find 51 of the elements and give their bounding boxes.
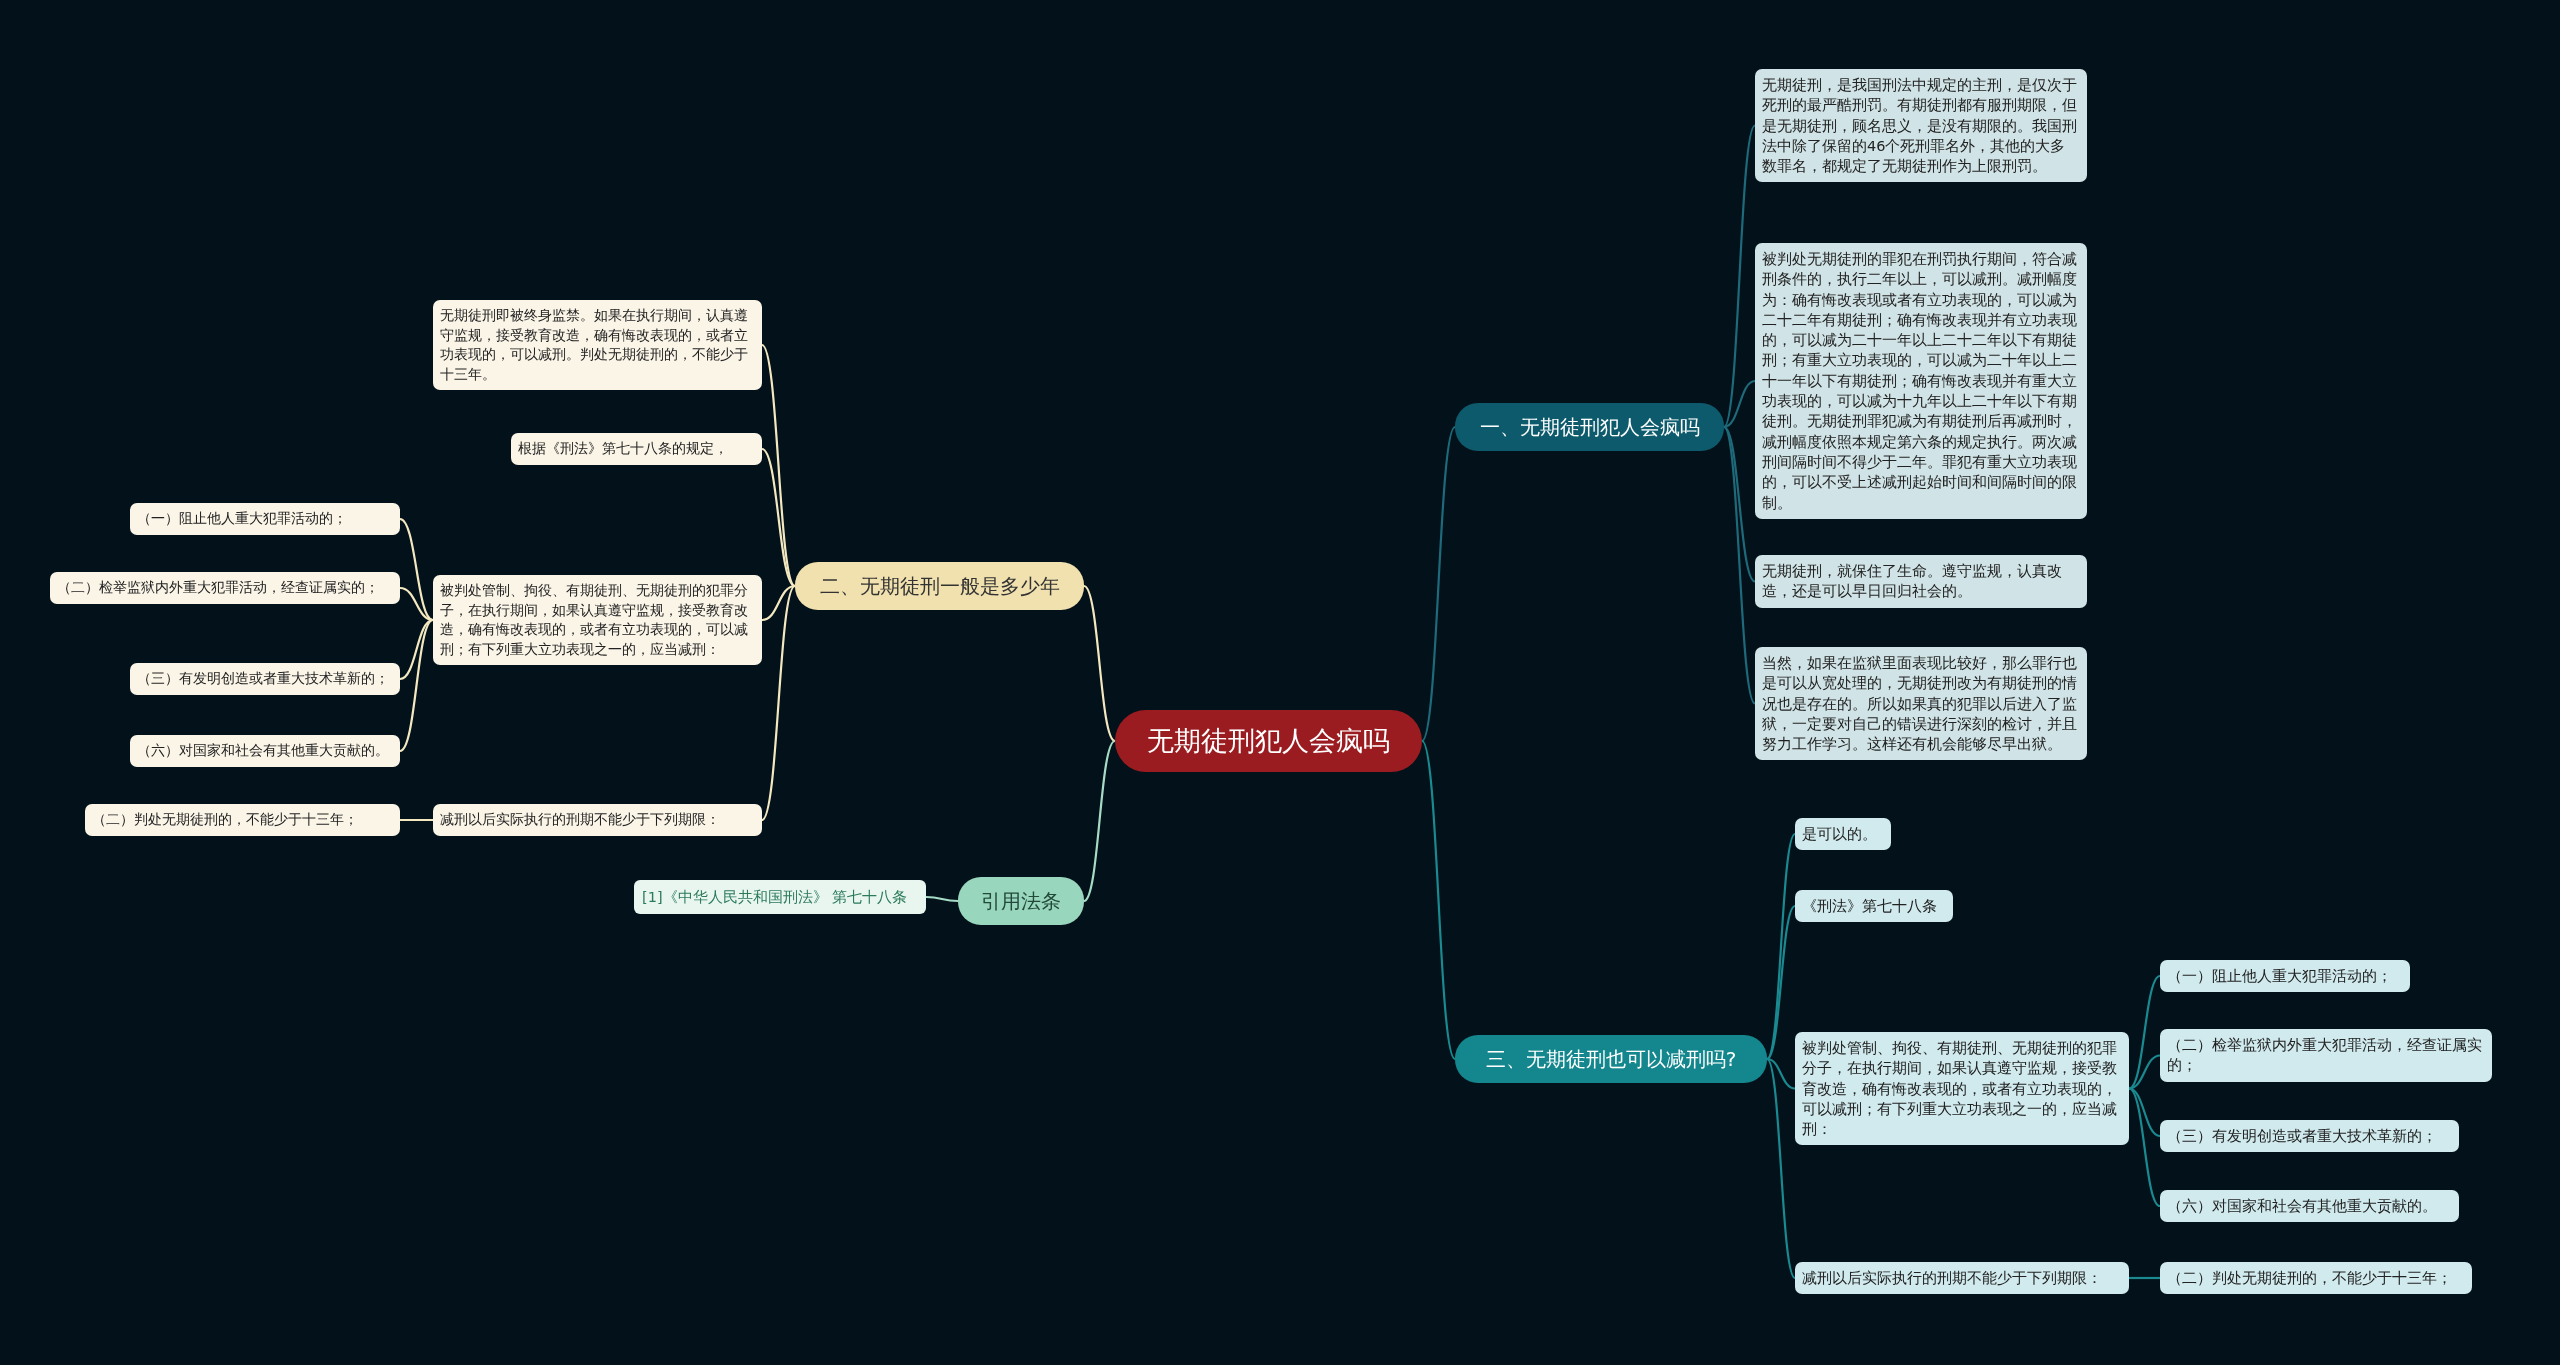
connector-line (1766, 905, 1796, 1060)
connector-line (1083, 585, 1116, 742)
note-box: （六）对国家和社会有其他重大贡献的。 (130, 735, 400, 767)
note-box: （三）有发明创造或者重大技术革新的； (130, 663, 400, 695)
connector-line (1723, 379, 1756, 429)
connector-line (1723, 426, 1756, 583)
note-box: 减刑以后实际执行的刑期不能少于下列期限： (433, 804, 762, 836)
connector-line (1083, 740, 1116, 902)
note-box: 被判处管制、拘役、有期徒刑、无期徒刑的犯罪分子，在执行期间，如果认真遵守监规，接受教育改造，确有悔改表现的，或者有立功表现的，可以减刑；有下列重大立功表现之一的，应当减刑： (433, 575, 762, 666)
connector-line (2129, 1276, 2160, 1280)
note-box: 根据《刑法》第七十八条的规定， (511, 433, 762, 465)
connector-line (400, 818, 433, 822)
note-box: 是可以的。 (1795, 818, 1891, 851)
connector-line (399, 618, 434, 681)
connector-line (1723, 124, 1756, 428)
connector-line (399, 518, 434, 621)
connector-line (2128, 975, 2161, 1090)
connector-line (2128, 1087, 2161, 1207)
note-box: （一）阻止他人重大犯罪活动的； (2160, 960, 2410, 993)
connector-line (1766, 1057, 1796, 1090)
connector-line (1421, 740, 1456, 1060)
citation-box: [1]《中华人民共和国刑法》 第七十八条 (634, 880, 926, 915)
note-box: 无期徒刑即被终身监禁。如果在执行期间，认真遵守监规，接受教育改造，确有悔改表现的，或者立功表现的，可以减刑。判处无期徒刑的，不能少于十三年。 (433, 300, 762, 391)
note-box: （二）判处无期徒刑的，不能少于十三年； (85, 804, 400, 836)
note-box: （三）有发明创造或者重大技术革新的； (2160, 1120, 2459, 1153)
connector-line (761, 584, 796, 622)
connector-line (761, 585, 796, 821)
branch-topic: 三、无期徒刑也可以减刑吗? (1455, 1035, 1767, 1083)
note-box: 被判处管制、拘役、有期徒刑、无期徒刑的犯罪分子，在执行期间，如果认真遵守监规，接受教育改造，确有悔改表现的，或者有立功表现的，可以减刑；有下列重大立功表现之一的，应当减刑： (1795, 1032, 2129, 1146)
note-box: 被判处无期徒刑的罪犯在刑罚执行期间，符合减刑条件的，执行二年以上，可以减刑。减刑幅度为：确有悔改表现或者有立功表现的，可以减为二十二年有期徒刑；确有悔改表现并有立功表现的，可以减为二十一年以上二十二年以下有期徒刑；有重大立功表现的，可以减为二十年以上二十一年以下有期徒刑；确有悔改表现并有重大立功表现的，可以减为十九年以上二十年以下有期徒刑。无期徒刑罪犯减为有期徒刑后再减刑时，减刑幅度依照本规定第六条的规定执行。两次减刑间隔时间不得少于二年。罪犯有重大立功表现的，可以不受上述减刑起始时间和间隔时间的限制。 (1755, 243, 2087, 519)
connector-line (761, 448, 796, 587)
connector-line (925, 895, 959, 903)
connector-line (1766, 1058, 1796, 1279)
note-box: （二）检举监狱内外重大犯罪活动，经查证属实的； (2160, 1029, 2492, 1082)
note-box: 无期徒刑，是我国刑法中规定的主刑，是仅次于死刑的最严酷刑罚。有期徒刑都有服刑期限，但是无期徒刑，顾名思义，是没有期限的。我国刑法中除了保留的46个死刑罪名外，其他的大多数罪名，都规定了无期徒刑作为上限刑罚。 (1755, 69, 2087, 183)
note-box: 无期徒刑，就保住了生命。遵守监规，认真改造，还是可以早日回归社会的。 (1755, 555, 2087, 608)
note-box: （二）判处无期徒刑的，不能少于十三年； (2160, 1262, 2472, 1295)
note-box: （六）对国家和社会有其他重大贡献的。 (2160, 1190, 2459, 1223)
connector-line (1766, 833, 1796, 1060)
branch-topic: 一、无期徒刑犯人会疯吗 (1455, 403, 1724, 451)
note-box: 当然，如果在监狱里面表现比较好，那么罪行也是可以从宽处理的，无期徒刑改为有期徒刑的情况也是存在的。所以如果真的犯罪以后进入了监狱，一定要对自己的错误进行深刻的检讨，并且努力工作学习。这样还有机会能够尽早出狱。 (1755, 647, 2087, 761)
note-box: （一）阻止他人重大犯罪活动的； (130, 503, 400, 535)
connector-line (1421, 426, 1456, 742)
connector-line (399, 619, 434, 752)
branch-topic: 二、无期徒刑一般是多少年 (795, 562, 1084, 610)
note-box: 减刑以后实际执行的刑期不能少于下列期限： (1795, 1262, 2129, 1295)
note-box: 《刑法》第七十八条 (1795, 890, 1953, 923)
note-box: （二）检举监狱内外重大犯罪活动，经查证属实的； (50, 572, 400, 604)
branch-topic: 引用法条 (958, 877, 1084, 925)
central-topic: 无期徒刑犯人会疯吗 (1115, 710, 1422, 772)
connector-line (1723, 426, 1756, 705)
